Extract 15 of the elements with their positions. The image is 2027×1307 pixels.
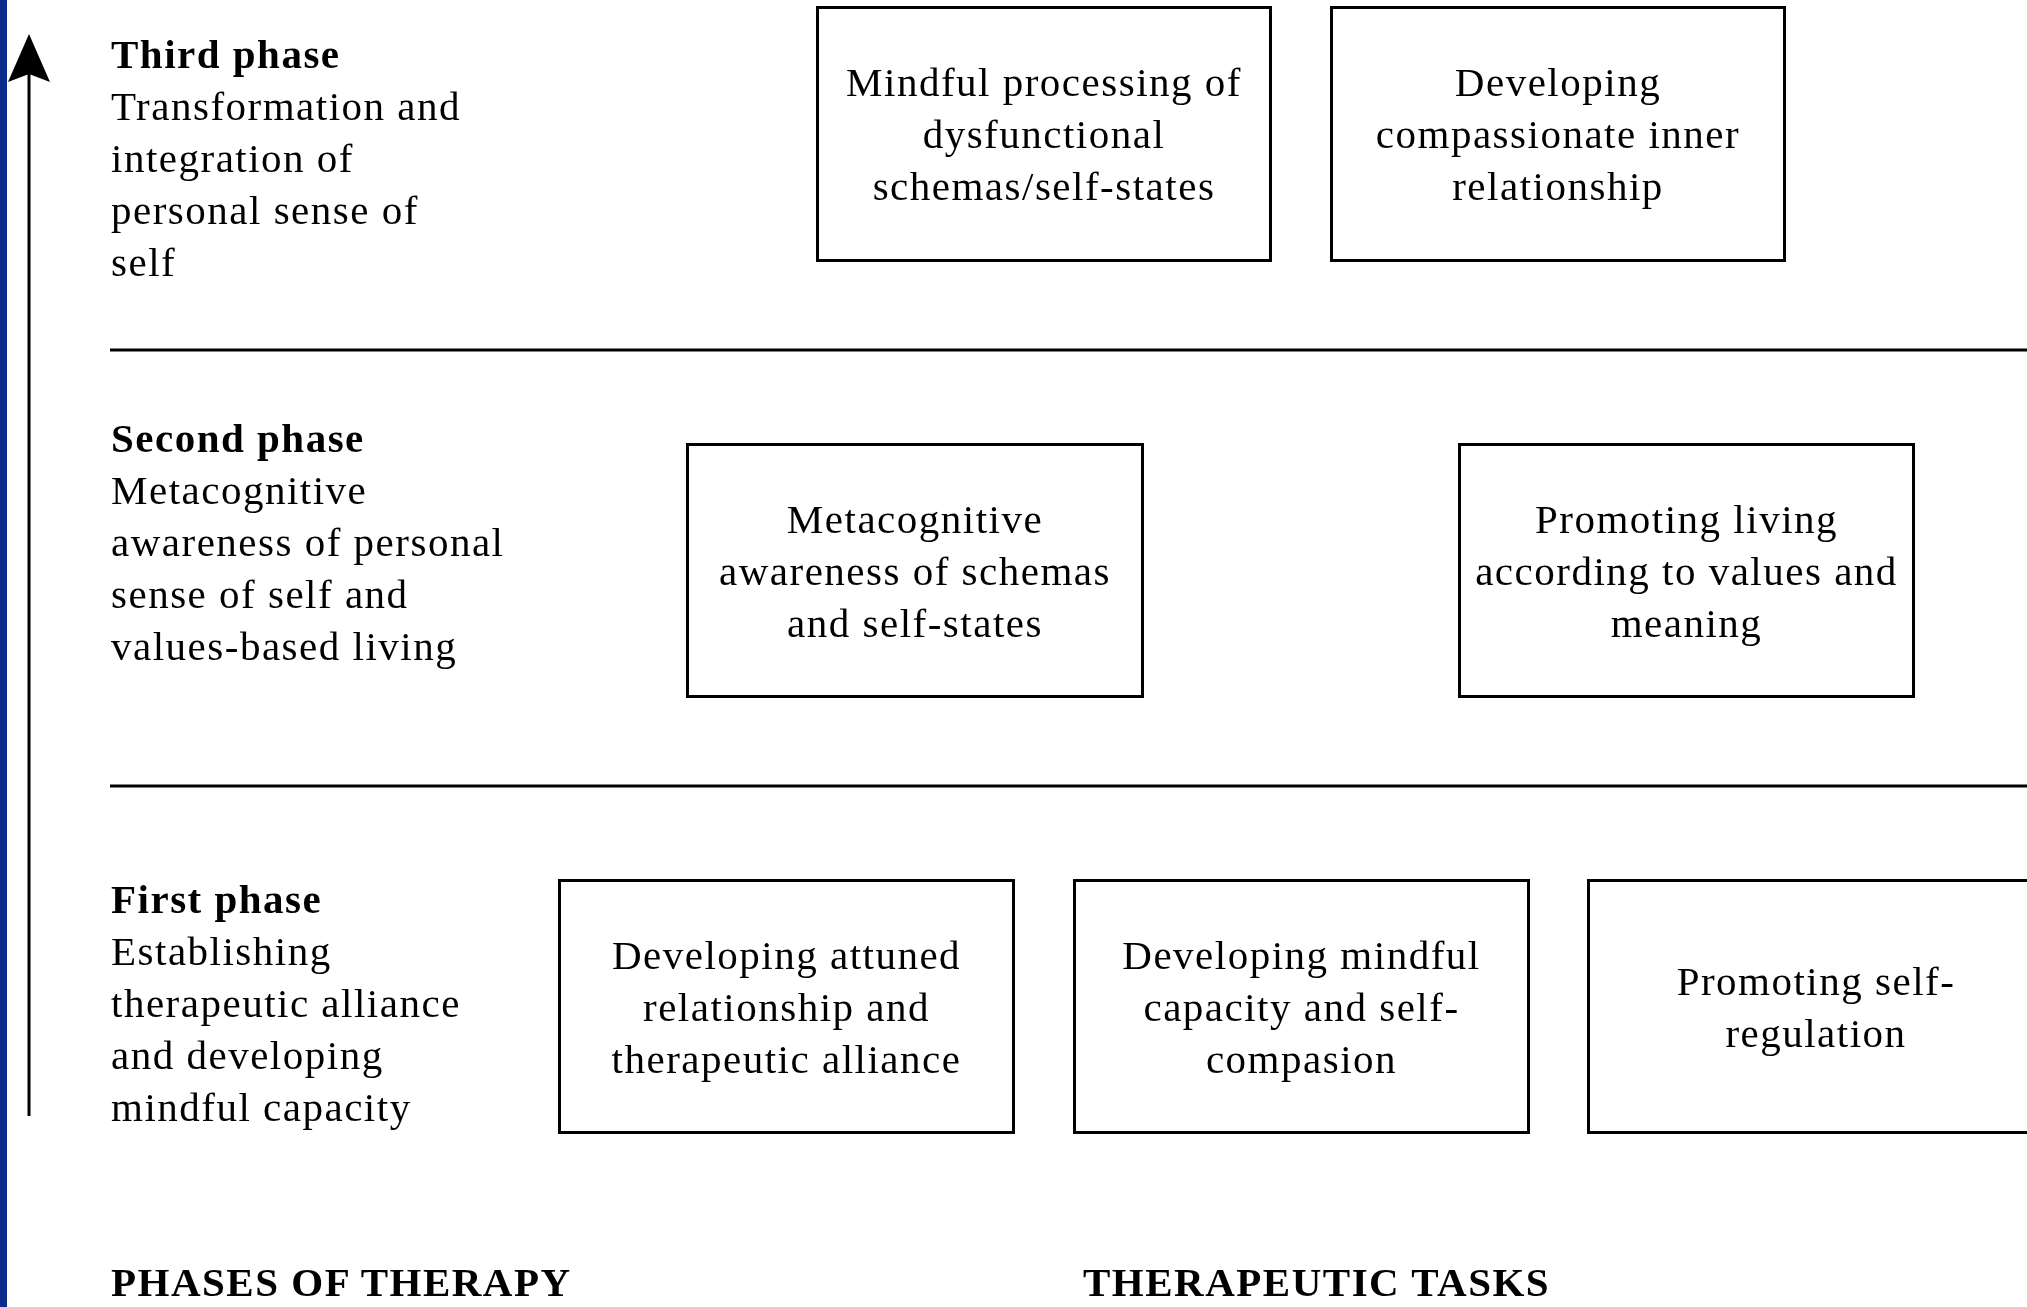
axis-title: PHASES OF THERAPY	[111, 1258, 573, 1307]
axis-title: THERAPEUTIC TASKS	[1083, 1258, 1552, 1307]
task-box: Developing mindful capacity and self-compasion	[1073, 879, 1530, 1134]
phase-heading: Third phase	[111, 30, 342, 79]
task-box: Developing attuned relationship and therapeutic alliance	[558, 879, 1015, 1134]
phase-description: Transformation and integration of personal sense of self	[111, 82, 463, 287]
phase-description: Establishing therapeutic alliance and developing mindful capacity	[111, 927, 462, 1132]
task-box: Promoting self-regulation	[1587, 879, 2027, 1134]
phase-description: Metacognitive awareness of personal sense of self and values-based living	[111, 466, 506, 671]
phase-heading: First phase	[111, 875, 324, 924]
task-box: Developing compassionate inner relationship	[1330, 6, 1786, 262]
task-box: Metacognitive awareness of schemas and self-states	[686, 443, 1144, 698]
task-box: Mindful processing of dysfunctional schemas/self-states	[816, 6, 1272, 262]
task-box: Promoting living according to values and meaning	[1458, 443, 1915, 698]
phase-heading: Second phase	[111, 414, 366, 463]
